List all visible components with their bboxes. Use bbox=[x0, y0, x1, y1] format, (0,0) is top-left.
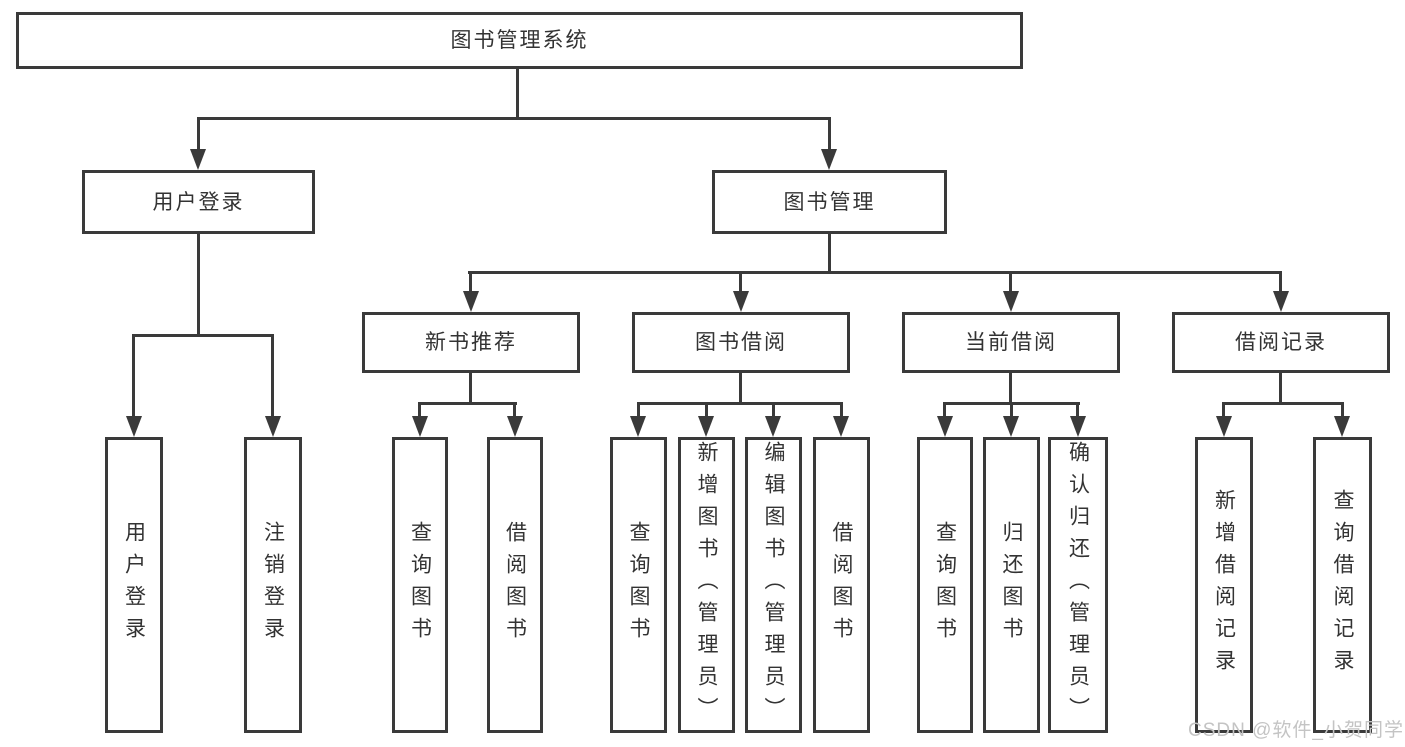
leaf-confirm-return-admin-label: 确认归还（管理员） bbox=[1066, 441, 1090, 729]
node-book-borrow: 图书借阅 bbox=[632, 312, 850, 373]
leaf-borrow-books-recommend-label: 借阅图书 bbox=[503, 521, 527, 649]
node-new-book-recommend: 新书推荐 bbox=[362, 312, 580, 373]
connector-line bbox=[468, 271, 1282, 274]
leaf-user-login-label: 用户登录 bbox=[122, 521, 146, 649]
connector-line bbox=[197, 234, 200, 337]
arrowhead-down-icon bbox=[1216, 416, 1232, 437]
leaf-logout-label: 注销登录 bbox=[261, 521, 285, 649]
arrowhead-down-icon bbox=[733, 291, 749, 312]
leaf-borrow-books-label: 借阅图书 bbox=[830, 521, 853, 649]
leaf-query-books-borrow: 查询图书 bbox=[610, 437, 667, 733]
arrowhead-down-icon bbox=[937, 416, 953, 437]
leaf-logout: 注销登录 bbox=[244, 437, 302, 733]
node-root-label: 图书管理系统 bbox=[450, 29, 589, 52]
arrowhead-down-icon bbox=[190, 149, 206, 170]
arrowhead-down-icon bbox=[1273, 291, 1289, 312]
connector-line bbox=[1009, 373, 1012, 405]
leaf-query-books-recommend: 查询图书 bbox=[392, 437, 448, 733]
connector-line bbox=[132, 334, 135, 419]
arrowhead-down-icon bbox=[765, 416, 781, 437]
connector-line bbox=[840, 402, 843, 419]
arrowhead-down-icon bbox=[412, 416, 428, 437]
arrowhead-down-icon bbox=[265, 416, 281, 437]
connector-line bbox=[772, 402, 775, 419]
connector-line bbox=[418, 402, 421, 419]
connector-line bbox=[1279, 373, 1282, 405]
node-current-borrow-label: 当前借阅 bbox=[965, 331, 1057, 354]
connector-line bbox=[132, 334, 274, 337]
connector-line bbox=[739, 271, 742, 295]
connector-line bbox=[1279, 271, 1282, 295]
node-book-management-label: 图书管理 bbox=[783, 190, 876, 214]
node-root: 图书管理系统 bbox=[16, 12, 1023, 69]
node-new-book-recommend-label: 新书推荐 bbox=[425, 331, 517, 354]
leaf-query-books-borrow-label: 查询图书 bbox=[627, 521, 650, 649]
arrowhead-down-icon bbox=[821, 149, 837, 170]
connector-line bbox=[513, 402, 516, 419]
connector-line bbox=[739, 373, 742, 405]
leaf-add-borrow-record: 新增借阅记录 bbox=[1195, 437, 1253, 733]
leaf-return-books: 归还图书 bbox=[983, 437, 1040, 733]
connector-line bbox=[828, 234, 831, 274]
leaf-add-borrow-record-label: 新增借阅记录 bbox=[1212, 489, 1236, 681]
leaf-query-borrow-record-label: 查询借阅记录 bbox=[1331, 489, 1354, 681]
connector-line bbox=[637, 402, 640, 419]
leaf-borrow-books: 借阅图书 bbox=[813, 437, 870, 733]
connector-line bbox=[1222, 402, 1225, 419]
leaf-borrow-books-recommend: 借阅图书 bbox=[487, 437, 543, 733]
connector-line bbox=[271, 334, 274, 419]
connector-line bbox=[197, 117, 831, 120]
watermark-text: CSDN @软件_小贺同学 bbox=[1188, 720, 1404, 741]
node-borrow-records: 借阅记录 bbox=[1172, 312, 1390, 373]
node-user-login: 用户登录 bbox=[82, 170, 315, 234]
connector-line bbox=[1009, 271, 1012, 295]
leaf-user-login: 用户登录 bbox=[105, 437, 163, 733]
connector-line bbox=[1010, 402, 1013, 419]
connector-line bbox=[469, 271, 472, 295]
leaf-query-books-current-label: 查询图书 bbox=[933, 521, 957, 649]
arrowhead-down-icon bbox=[1334, 416, 1350, 437]
connector-line bbox=[1222, 402, 1344, 405]
leaf-query-books-recommend-label: 查询图书 bbox=[408, 521, 432, 649]
node-book-management: 图书管理 bbox=[712, 170, 947, 234]
arrowhead-down-icon bbox=[698, 416, 714, 437]
arrowhead-down-icon bbox=[507, 416, 523, 437]
arrowhead-down-icon bbox=[630, 416, 646, 437]
leaf-query-borrow-record: 查询借阅记录 bbox=[1313, 437, 1372, 733]
arrowhead-down-icon bbox=[833, 416, 849, 437]
leaf-add-books-admin-label: 新增图书（管理员） bbox=[695, 441, 718, 729]
arrowhead-down-icon bbox=[1003, 291, 1019, 312]
connector-line bbox=[828, 117, 831, 153]
arrowhead-down-icon bbox=[1070, 416, 1086, 437]
leaf-edit-books-admin: 编辑图书（管理员） bbox=[745, 437, 802, 733]
leaf-add-books-admin: 新增图书（管理员） bbox=[678, 437, 735, 733]
connector-line bbox=[943, 402, 946, 419]
connector-line bbox=[705, 402, 708, 419]
connector-line bbox=[469, 373, 472, 405]
connector-line bbox=[516, 69, 519, 120]
connector-line bbox=[1076, 402, 1079, 419]
leaf-query-books-current: 查询图书 bbox=[917, 437, 973, 733]
connector-line bbox=[197, 117, 200, 153]
connector-line bbox=[418, 402, 517, 405]
connector-line bbox=[1341, 402, 1344, 419]
node-borrow-records-label: 借阅记录 bbox=[1235, 331, 1327, 354]
leaf-edit-books-admin-label: 编辑图书（管理员） bbox=[762, 441, 785, 729]
leaf-confirm-return-admin: 确认归还（管理员） bbox=[1048, 437, 1108, 733]
connector-line bbox=[637, 402, 843, 405]
node-book-borrow-label: 图书借阅 bbox=[695, 331, 787, 354]
arrowhead-down-icon bbox=[1003, 416, 1019, 437]
leaf-return-books-label: 归还图书 bbox=[1000, 521, 1023, 649]
arrowhead-down-icon bbox=[463, 291, 479, 312]
node-user-login-label: 用户登录 bbox=[152, 190, 245, 214]
node-current-borrow: 当前借阅 bbox=[902, 312, 1120, 373]
arrowhead-down-icon bbox=[126, 416, 142, 437]
